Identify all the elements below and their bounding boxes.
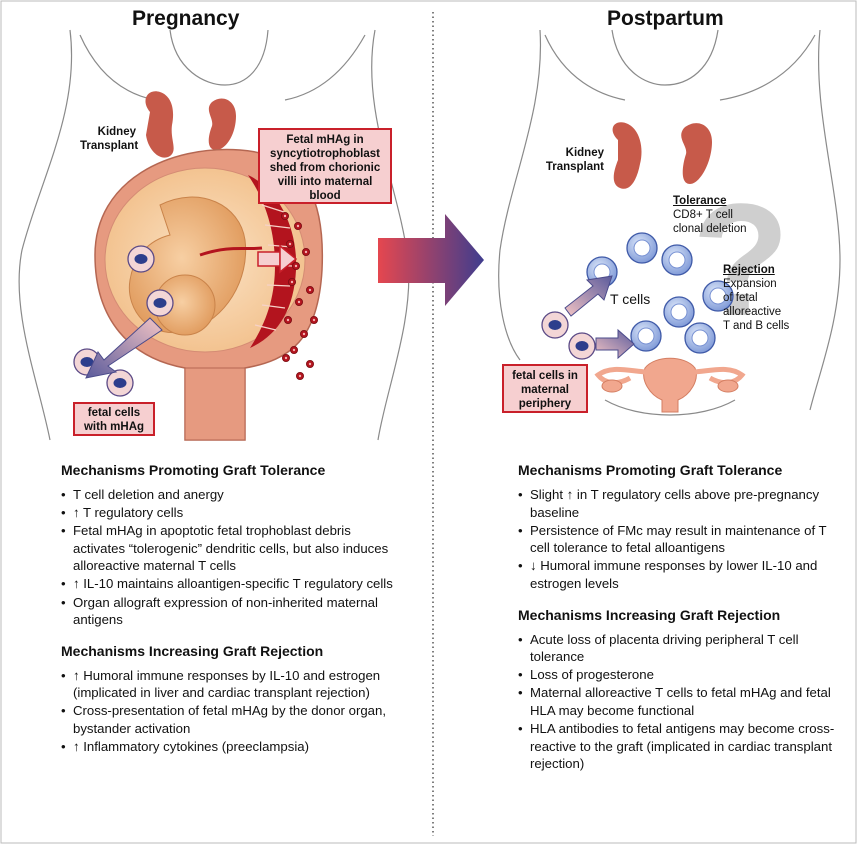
pregnancy-title: Pregnancy	[132, 7, 240, 30]
list-item: Maternal alloreactive T cells to fetal m…	[518, 684, 836, 719]
debris-particle	[287, 277, 296, 286]
t-cell	[663, 296, 695, 328]
left-tolerance-heading: Mechanisms Promoting Graft Tolerance	[61, 462, 326, 478]
debris-particle	[309, 315, 318, 324]
left-kidney-transplant	[145, 91, 236, 158]
debris-particle	[305, 359, 314, 368]
pregnancy-to-postpartum-arrow	[378, 214, 484, 306]
left-migration-arrow	[85, 317, 163, 379]
left-rejection-list: ↑ Humoral immune responses by IL-10 and …	[61, 667, 396, 756]
right-migration-arrows	[564, 275, 635, 360]
question-mark: ?	[692, 170, 790, 349]
list-item: Cross-presentation of fetal mHAg by the …	[61, 702, 396, 737]
debris-particle	[280, 211, 289, 220]
list-item: Fetal mHAg in apoptotic fetal trophoblas…	[61, 522, 396, 575]
rejection-annotation: Rejection Expansion of fetal alloreactiv…	[723, 264, 790, 332]
right-kidney-label: Kidney Transplant	[545, 147, 604, 173]
t-cell	[626, 232, 658, 264]
list-item: ↑ IL-10 maintains alloantigen-specific T…	[61, 575, 396, 593]
list-item: ↑ Inflammatory cytokines (preeclampsia)	[61, 738, 396, 756]
debris-particle	[285, 239, 294, 248]
debris-particle	[293, 221, 302, 230]
fetal-cell	[541, 311, 569, 339]
right-fetal-cells	[541, 311, 596, 360]
right-rejection-list: Acute loss of placenta driving periphera…	[518, 631, 836, 773]
t-cell	[630, 320, 662, 352]
list-item: T cell deletion and anergy	[61, 486, 396, 504]
postpartum-title: Postpartum	[607, 7, 724, 30]
left-rejection-heading: Mechanisms Increasing Graft Rejection	[61, 642, 324, 659]
right-t-cells	[586, 232, 734, 354]
right-body-outline	[498, 29, 841, 416]
debris-particle	[295, 371, 304, 380]
umbilical-cord	[199, 246, 263, 257]
debris-particle	[283, 315, 292, 324]
list-item: ↑ T regulatory cells	[61, 504, 396, 522]
debris-particle	[294, 297, 303, 306]
right-tolerance-heading: Mechanisms Promoting Graft Tolerance	[518, 462, 783, 478]
t-cell	[684, 322, 716, 354]
tolerance-label: Tolerance	[673, 195, 727, 207]
left-fetal-cells	[73, 245, 174, 397]
shed-arrow	[257, 244, 298, 274]
list-item: Loss of progesterone	[518, 666, 836, 684]
t-cell	[702, 280, 734, 312]
t-cell	[661, 244, 693, 276]
t-cells-label: T cells	[610, 291, 651, 307]
right-rejection-heading: Mechanisms Increasing Graft Rejection	[518, 606, 781, 623]
list-item: Organ allograft expression of non-inheri…	[61, 594, 396, 629]
debris-particle	[299, 329, 308, 338]
list-item: ↓ Humoral immune responses by lower IL-1…	[518, 557, 836, 592]
left-tolerance-list: T cell deletion and anergy ↑ T regulator…	[61, 486, 396, 629]
fetal-cell	[127, 245, 155, 273]
right-kidney-transplant	[612, 122, 712, 189]
rejection-label: Rejection	[723, 264, 775, 276]
left-kidney-label: Kidney Transplant	[80, 126, 139, 152]
fetal-cell	[106, 369, 134, 397]
debris-particle	[281, 353, 290, 362]
right-tolerance-list: Slight ↑ in T regulatory cells above pre…	[518, 486, 836, 593]
fetal-cells-periphery-box: fetal cells in maternal periphery	[502, 364, 588, 413]
trophoblast-debris	[280, 211, 318, 380]
debris-particle	[291, 261, 300, 270]
fetal-mhag-callout: Fetal mHAg in syncytiotrophoblast shed f…	[258, 128, 392, 204]
fetal-cells-mhag-box: fetal cells with mHAg	[73, 402, 155, 436]
list-item: Acute loss of placenta driving periphera…	[518, 631, 836, 666]
debris-particle	[301, 247, 310, 256]
debris-particle	[305, 285, 314, 294]
fetal-cell	[146, 289, 174, 317]
right-mechanisms: Mechanisms Promoting Graft Tolerance Sli…	[518, 462, 836, 787]
list-item: Slight ↑ in T regulatory cells above pre…	[518, 486, 836, 521]
list-item: HLA antibodies to fetal antigens may bec…	[518, 720, 836, 773]
list-item: ↑ Humoral immune responses by IL-10 and …	[61, 667, 396, 702]
fetal-cell	[568, 332, 596, 360]
debris-particle	[289, 345, 298, 354]
list-item: Persistence of FMc may result in mainten…	[518, 522, 836, 557]
postpartum-uterus	[594, 357, 746, 413]
tolerance-annotation: Tolerance CD8+ T cell clonal deletion	[673, 195, 747, 235]
left-mechanisms: Mechanisms Promoting Graft Tolerance T c…	[61, 462, 396, 770]
